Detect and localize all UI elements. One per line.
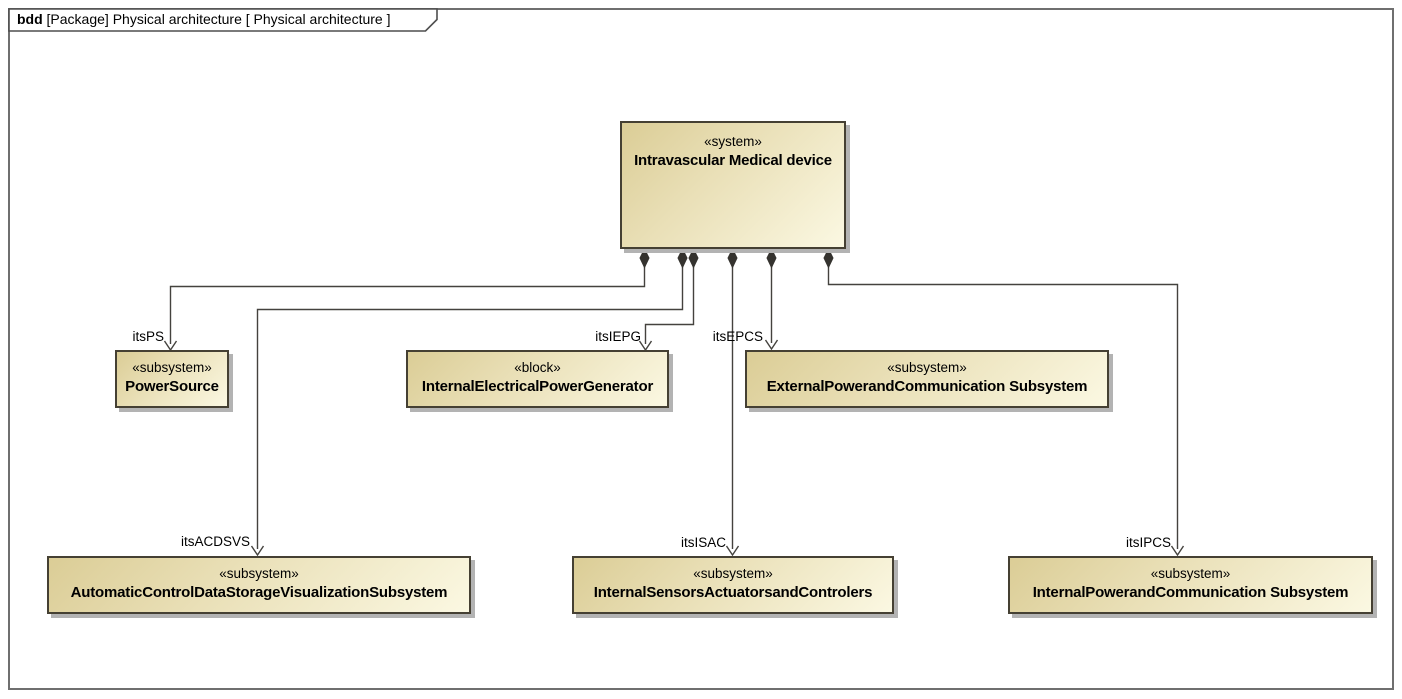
composition-connector-ps[interactable] bbox=[169, 250, 646, 344]
role-label-itsIEPG[interactable]: itsIEPG bbox=[595, 329, 641, 344]
block-name: Intravascular Medical device bbox=[634, 152, 832, 169]
stereotype-label: «subsystem» bbox=[132, 360, 212, 375]
block-internal-electrical-power-generator[interactable]: «block» InternalElectricalPowerGenerator bbox=[406, 350, 669, 408]
block-internal-sensors-actuators-and-controlers[interactable]: «subsystem» InternalSensorsActuatorsandC… bbox=[572, 556, 894, 614]
stereotype-label: «subsystem» bbox=[219, 566, 299, 581]
block-external-power-and-communication-subsystem[interactable]: «subsystem» ExternalPowerandCommunicatio… bbox=[745, 350, 1109, 408]
role-label-itsEPCS[interactable]: itsEPCS bbox=[712, 329, 763, 344]
frame-name-tab bbox=[8, 8, 438, 32]
role-label-itsISAC[interactable]: itsISAC bbox=[680, 535, 726, 550]
block-internal-power-and-communication-subsystem[interactable]: «subsystem» InternalPowerandCommunicatio… bbox=[1008, 556, 1373, 614]
stereotype-label: «system» bbox=[704, 134, 762, 149]
composition-connector-iepg[interactable] bbox=[644, 250, 695, 344]
composition-diamond-acdsvs bbox=[677, 247, 688, 269]
role-label-itsIPCS[interactable]: itsIPCS bbox=[1125, 535, 1171, 550]
diagram-title: bdd [Package] Physical architecture [ Ph… bbox=[17, 11, 390, 27]
diagram-kind-keyword: bdd bbox=[17, 11, 43, 27]
stereotype-label: «subsystem» bbox=[887, 360, 967, 375]
block-name: InternalPowerandCommunication Subsystem bbox=[1032, 584, 1349, 601]
arrowhead-isac bbox=[725, 545, 740, 557]
block-automatic-control-data-storage-visualization-subsystem[interactable]: «subsystem» AutomaticControlDataStorageV… bbox=[47, 556, 471, 614]
arrowhead-acdsvs bbox=[250, 545, 265, 557]
composition-connector-acdsvs[interactable] bbox=[256, 250, 684, 549]
stereotype-label: «block» bbox=[514, 360, 561, 375]
composition-diamond-iepg bbox=[688, 247, 699, 269]
composition-diamond-ps bbox=[639, 247, 650, 269]
arrowhead-epcs bbox=[764, 339, 779, 351]
block-name: ExternalPowerandCommunication Subsystem bbox=[766, 378, 1088, 395]
composition-diamond-epcs bbox=[766, 247, 777, 269]
arrowhead-ipcs bbox=[1170, 545, 1185, 557]
block-name: InternalSensorsActuatorsandControlers bbox=[593, 584, 873, 601]
block-power-source[interactable]: «subsystem» PowerSource bbox=[115, 350, 229, 408]
block-name: AutomaticControlDataStorageVisualization… bbox=[70, 584, 448, 601]
role-label-itsACDSVS[interactable]: itsACDSVS bbox=[180, 534, 250, 549]
diagram-title-text: [Package] Physical architecture [ Physic… bbox=[42, 11, 391, 27]
stereotype-label: «subsystem» bbox=[693, 566, 773, 581]
composition-diamond-isac bbox=[727, 247, 738, 269]
role-label-itsPS[interactable]: itsPS bbox=[132, 329, 164, 344]
block-name: PowerSource bbox=[125, 378, 219, 395]
block-intravascular-medical-device[interactable]: «system» Intravascular Medical device bbox=[620, 121, 846, 249]
stereotype-label: «subsystem» bbox=[1150, 566, 1231, 581]
composition-diamond-ipcs bbox=[823, 247, 834, 269]
block-name: InternalElectricalPowerGenerator bbox=[421, 378, 654, 395]
